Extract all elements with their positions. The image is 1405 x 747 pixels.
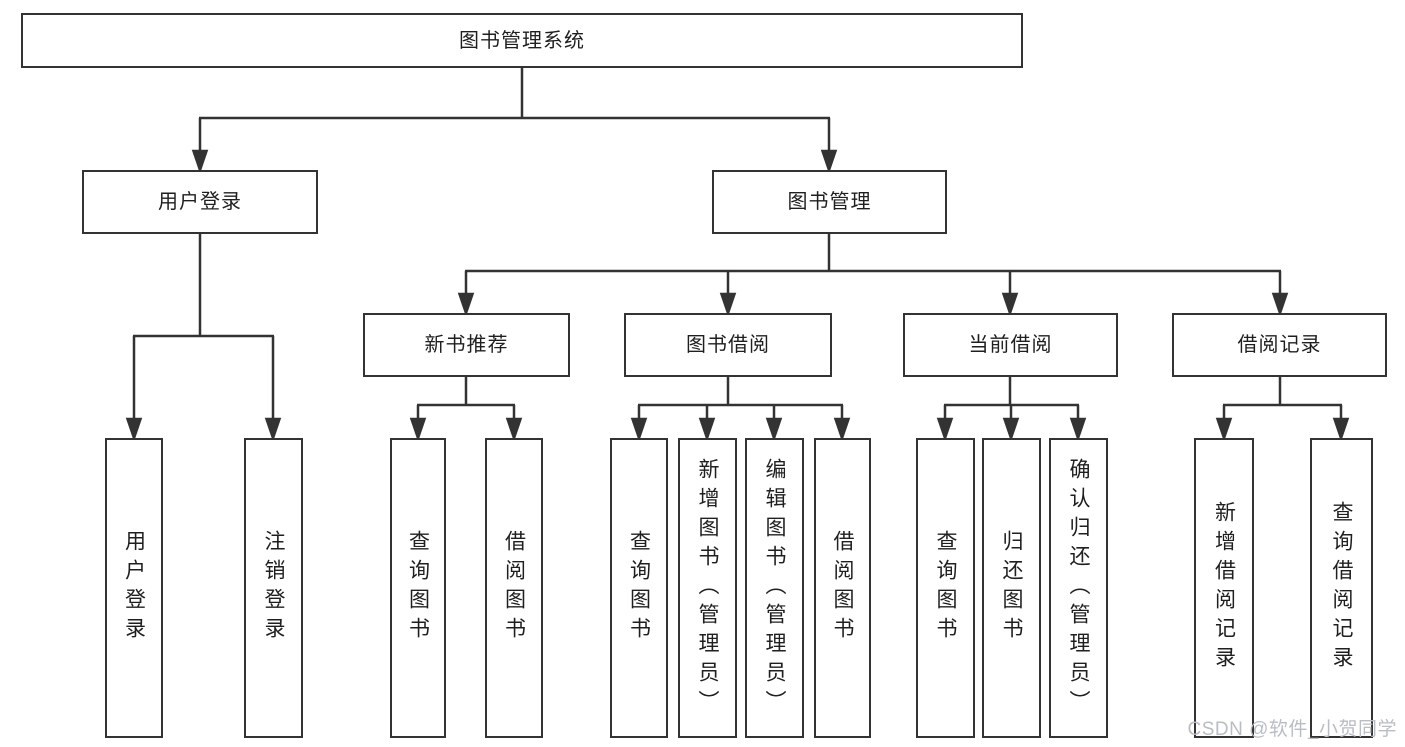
leaf-query-books-recommend: 查询图书: [390, 438, 446, 738]
node-borrowing-records: 借阅记录: [1172, 313, 1387, 377]
leaf-add-book-admin: 新增图书（管理员）: [678, 438, 737, 738]
leaf-query-books-current: 查询图书: [916, 438, 975, 738]
node-book-management: 图书管理: [712, 170, 947, 234]
leaf-return-books: 归还图书: [982, 438, 1041, 738]
node-new-book-recommend: 新书推荐: [363, 313, 570, 377]
watermark: CSDN @软件_小贺同学: [1187, 719, 1397, 740]
node-library-system: 图书管理系统: [21, 13, 1023, 68]
leaf-query-borrow-record: 查询借阅记录: [1310, 438, 1373, 738]
leaf-add-borrow-record: 新增借阅记录: [1194, 438, 1254, 738]
node-current-borrowing: 当前借阅: [903, 313, 1118, 377]
node-user-login: 用户登录: [82, 170, 318, 234]
node-book-borrowing: 图书借阅: [624, 313, 832, 377]
leaf-borrow-books-borrowing: 借阅图书: [814, 438, 871, 738]
leaf-edit-book-admin: 编辑图书（管理员）: [745, 438, 804, 738]
leaf-confirm-return-admin: 确认归还（管理员）: [1049, 438, 1108, 738]
leaf-user-login: 用户登录: [105, 438, 163, 738]
leaf-logout: 注销登录: [244, 438, 303, 738]
leaf-borrow-books-recommend: 借阅图书: [485, 438, 543, 738]
leaf-query-books-borrowing: 查询图书: [610, 438, 668, 738]
